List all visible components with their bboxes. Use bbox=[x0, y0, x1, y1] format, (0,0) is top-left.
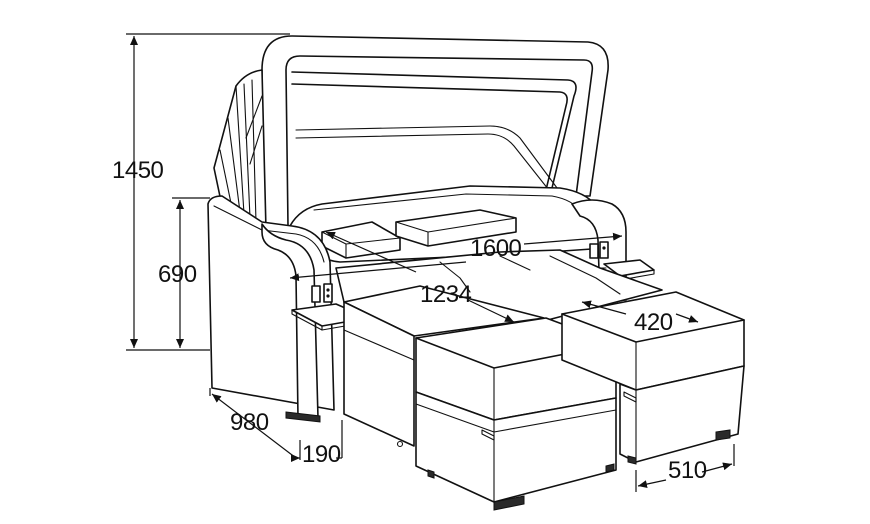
dim-side-width: 190 bbox=[302, 441, 341, 468]
dim-seat-depth: 1234 bbox=[420, 281, 472, 308]
canopy bbox=[213, 35, 609, 231]
storage-box-left bbox=[343, 285, 545, 448]
dim-depth: 980 bbox=[230, 409, 269, 436]
dim-total-height: 1450 bbox=[112, 157, 164, 184]
ottoman-right bbox=[561, 291, 745, 465]
dimension-lines bbox=[126, 33, 735, 492]
dim-total-width: 1600 bbox=[470, 235, 522, 262]
dim-ottoman-width: 420 bbox=[634, 309, 673, 336]
right-side bbox=[589, 241, 655, 281]
dim-seat-height: 690 bbox=[158, 261, 197, 288]
back-cushions bbox=[321, 209, 517, 259]
dim-ottoman-depth: 510 bbox=[668, 457, 707, 484]
